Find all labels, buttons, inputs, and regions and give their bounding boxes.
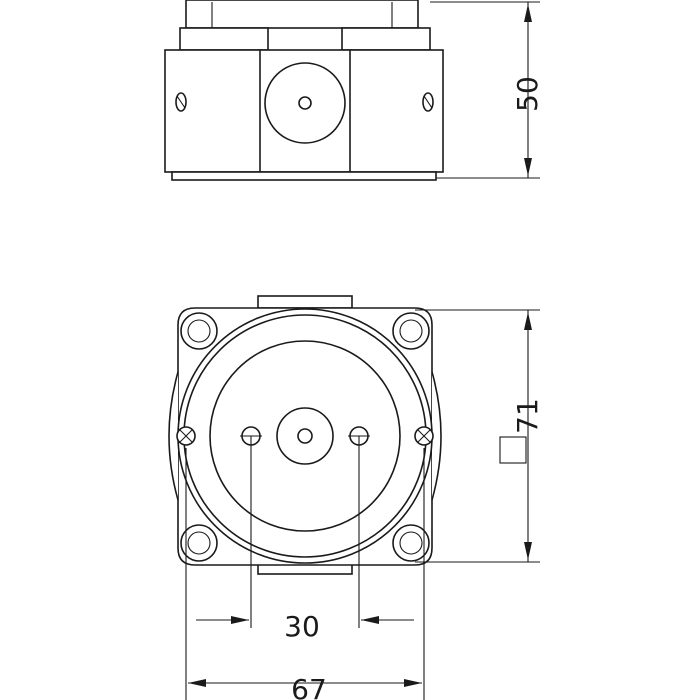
side-screw-right xyxy=(422,92,434,112)
width-arrow-right xyxy=(404,679,422,687)
corner-lug-bottom-right xyxy=(392,524,430,562)
top-tab xyxy=(257,295,353,309)
hole-spacing-label: 30 xyxy=(284,610,320,643)
top-cap xyxy=(185,0,419,29)
plan-screw-left xyxy=(176,426,196,446)
spacing-arrow-right xyxy=(361,616,379,624)
right-bulge xyxy=(431,371,442,501)
square-size-label: 71 xyxy=(511,398,544,434)
square-size-dimension: 71 xyxy=(415,309,544,563)
left-bulge xyxy=(168,371,179,501)
square-arrow-top xyxy=(524,312,532,330)
height-dimension: 50 xyxy=(430,1,544,179)
corner-lug-top-left xyxy=(180,312,218,350)
height-arrow-bottom xyxy=(524,158,532,176)
center-hole xyxy=(297,428,313,444)
spacing-arrow-left xyxy=(231,616,249,624)
overall-width-label: 67 xyxy=(291,673,327,700)
corner-lug-bottom-left xyxy=(180,524,218,562)
right-top-boss xyxy=(341,27,431,51)
side-boss-hole xyxy=(298,96,312,110)
left-top-boss xyxy=(179,27,269,51)
side-screw-left xyxy=(175,92,187,112)
corner-lug-top-right xyxy=(392,312,430,350)
height-label: 50 xyxy=(511,76,544,112)
side-base xyxy=(171,171,437,181)
plan-screw-right xyxy=(414,426,434,446)
square-symbol-icon xyxy=(499,436,527,464)
height-arrow-top xyxy=(524,4,532,22)
plan-view xyxy=(168,295,442,575)
square-arrow-bottom xyxy=(524,542,532,560)
width-arrow-left xyxy=(188,679,206,687)
hole-spacing-dimension: 30 xyxy=(196,436,414,643)
overall-width-dimension: 67 xyxy=(185,448,425,700)
side-view xyxy=(164,0,444,181)
